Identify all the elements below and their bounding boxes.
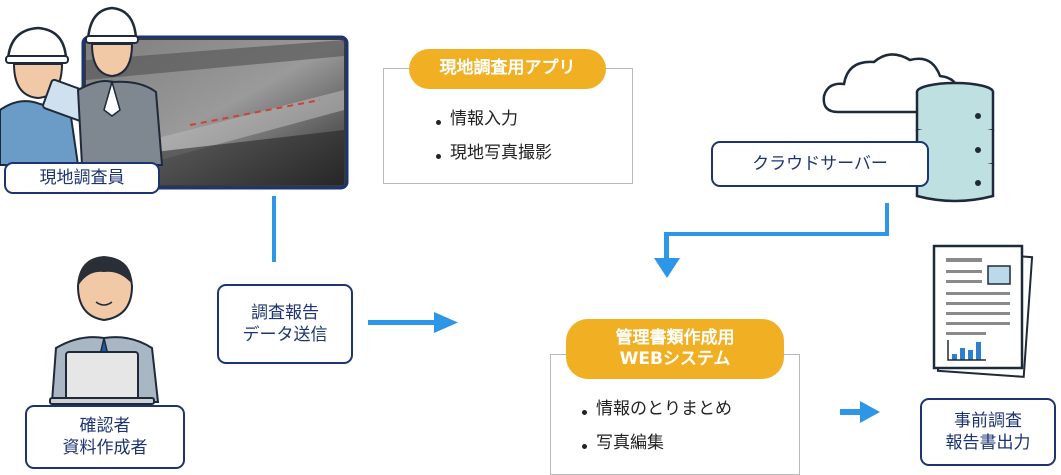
web-system-title-line1: 管理書類作成用	[615, 327, 735, 348]
list-item: 情報入力	[434, 102, 552, 136]
web-system-feature-list: 情報のとりまとめ 写真編集	[580, 392, 732, 460]
connector-line	[664, 232, 889, 236]
web-system-title: 管理書類作成用 WEBシステム	[566, 319, 784, 379]
report-output-line1: 事前調査	[954, 410, 1022, 431]
field-workers-illustration	[0, 6, 349, 190]
report-output-label: 事前調査 報告書出力	[920, 398, 1056, 466]
list-item: 現地写真撮影	[434, 136, 552, 170]
reviewer-label: 確認者 資料作成者	[25, 405, 185, 469]
report-output-line2: 報告書出力	[945, 433, 1031, 453]
reviewer-line1: 確認者	[79, 415, 131, 436]
report-send-box: 調査報告 データ送信	[217, 284, 353, 364]
arrow-right-icon	[368, 312, 458, 333]
connector-line	[272, 196, 276, 262]
arrow-right-icon	[840, 401, 880, 423]
cloud-server-text: クラウドサーバー	[752, 153, 888, 174]
arrow-down-icon	[654, 232, 680, 278]
cloud-server-label: クラウドサーバー	[711, 141, 929, 187]
report-send-line1: 調査報告	[251, 302, 319, 323]
field-investigator-label: 現地調査員	[4, 162, 160, 194]
connector-line	[885, 203, 889, 236]
list-item: 写真編集	[580, 426, 732, 460]
survey-app-title: 現地調査用アプリ	[409, 49, 606, 89]
report-send-line2: データ送信	[242, 325, 328, 345]
list-item: 情報のとりまとめ	[580, 392, 732, 426]
survey-app-feature-list: 情報入力 現地写真撮影	[434, 102, 552, 170]
report-document-icon	[932, 244, 1034, 378]
reviewer-illustration	[49, 256, 160, 405]
reviewer-line2: 資料作成者	[62, 438, 148, 458]
survey-app-title-text: 現地調査用アプリ	[439, 58, 576, 79]
web-system-title-line2: WEBシステム	[619, 349, 731, 369]
field-investigator-text: 現地調査員	[39, 167, 125, 188]
